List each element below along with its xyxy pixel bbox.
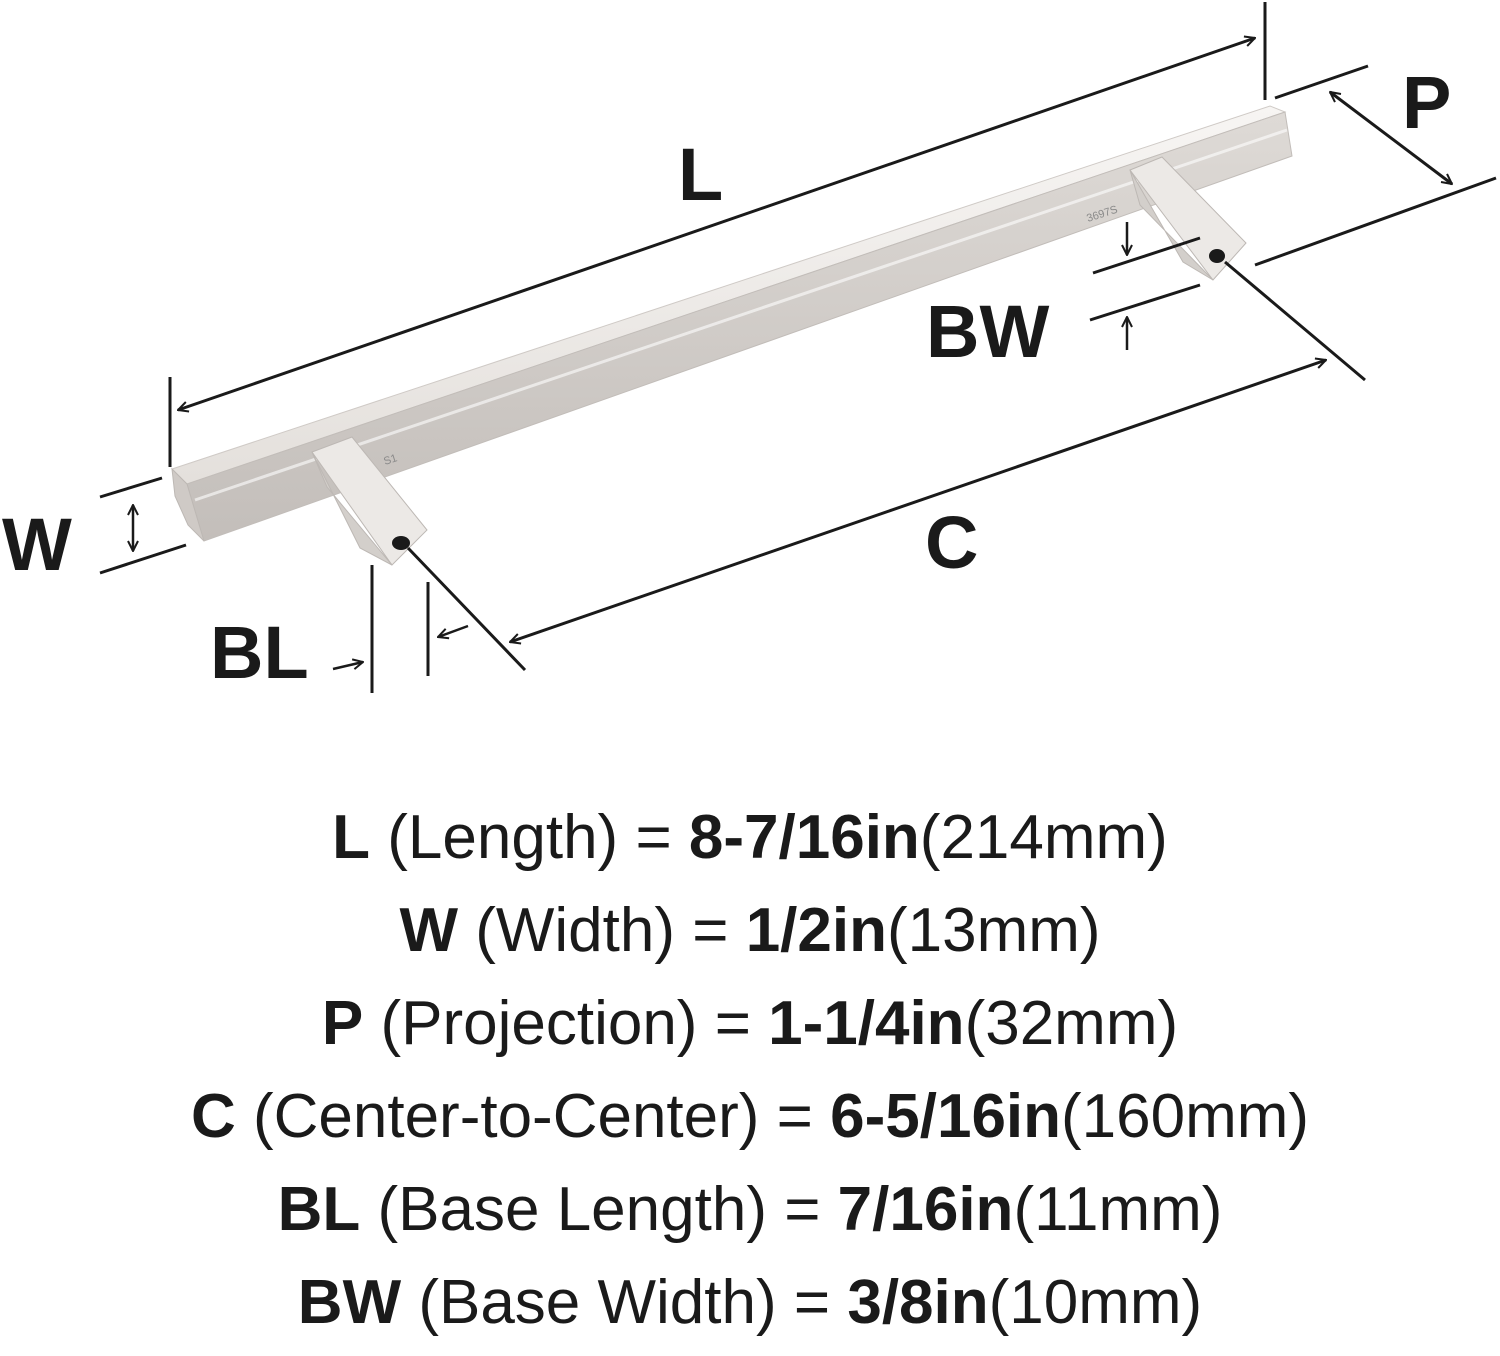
- spec-description: (Length): [387, 803, 619, 872]
- spec-metric: (11mm): [1013, 1175, 1223, 1244]
- spec-imperial: 7/16in: [837, 1175, 1014, 1244]
- base-length-label: BL: [210, 611, 309, 694]
- spec-base-length: BL (Base Length) = 7/16in(11mm): [0, 1170, 1500, 1263]
- width-dimension: [99, 476, 187, 575]
- spec-equals: =: [784, 1175, 821, 1244]
- projection-dimension: [1254, 64, 1497, 267]
- spec-description: (Base Length): [377, 1175, 767, 1244]
- spec-description: (Center-to-Center): [252, 1082, 760, 1151]
- spec-description: (Width): [475, 896, 675, 965]
- spec-projection: P (Projection) = 1-1/4in(32mm): [0, 984, 1500, 1077]
- spec-code: W: [399, 896, 458, 965]
- length-label: L: [678, 133, 723, 216]
- spec-code: P: [321, 989, 364, 1058]
- specification-list: L (Length) = 8-7/16in(214mm) W (Width) =…: [0, 798, 1500, 1356]
- left-post: [311, 436, 428, 566]
- spec-metric: (214mm): [919, 803, 1168, 872]
- spec-metric: (10mm): [988, 1268, 1203, 1337]
- base-width-dimension: [1089, 222, 1201, 350]
- handle-dimension-diagram: 3697S S1 L P BW C W BL: [2, 2, 1497, 694]
- spec-imperial: 1/2in: [745, 896, 887, 965]
- spec-code: BW: [297, 1268, 402, 1337]
- length-dimension: [168, 2, 1267, 467]
- center-to-center-dimension: [406, 260, 1366, 672]
- projection-label: P: [1402, 61, 1451, 144]
- spec-equals: =: [635, 803, 672, 872]
- spec-metric: (32mm): [964, 989, 1179, 1058]
- spec-imperial: 1-1/4in: [768, 989, 965, 1058]
- spec-imperial: 3/8in: [847, 1268, 989, 1337]
- spec-imperial: 8-7/16in: [688, 803, 920, 872]
- part-mark-left: S1: [382, 452, 399, 468]
- spec-description: (Projection): [380, 989, 698, 1058]
- base-width-label: BW: [926, 290, 1049, 373]
- spec-code: BL: [277, 1175, 361, 1244]
- spec-metric: (160mm): [1061, 1082, 1310, 1151]
- spec-equals: =: [714, 989, 751, 1058]
- base-length-dimension: [332, 565, 469, 693]
- spec-equals: =: [692, 896, 729, 965]
- center-to-center-label: C: [925, 501, 978, 584]
- width-label: W: [2, 503, 72, 586]
- spec-metric: (13mm): [886, 896, 1101, 965]
- spec-base-width: BW (Base Width) = 3/8in(10mm): [0, 1263, 1500, 1356]
- spec-length: L (Length) = 8-7/16in(214mm): [0, 798, 1500, 891]
- spec-description: (Base Width): [418, 1268, 777, 1337]
- spec-width: W (Width) = 1/2in(13mm): [0, 891, 1500, 984]
- spec-equals: =: [793, 1268, 831, 1337]
- spec-code: C: [190, 1082, 236, 1151]
- spec-imperial: 6-5/16in: [830, 1082, 1062, 1151]
- spec-equals: =: [776, 1082, 813, 1151]
- spec-code: L: [332, 803, 371, 872]
- spec-center-to-center: C (Center-to-Center) = 6-5/16in(160mm): [0, 1077, 1500, 1170]
